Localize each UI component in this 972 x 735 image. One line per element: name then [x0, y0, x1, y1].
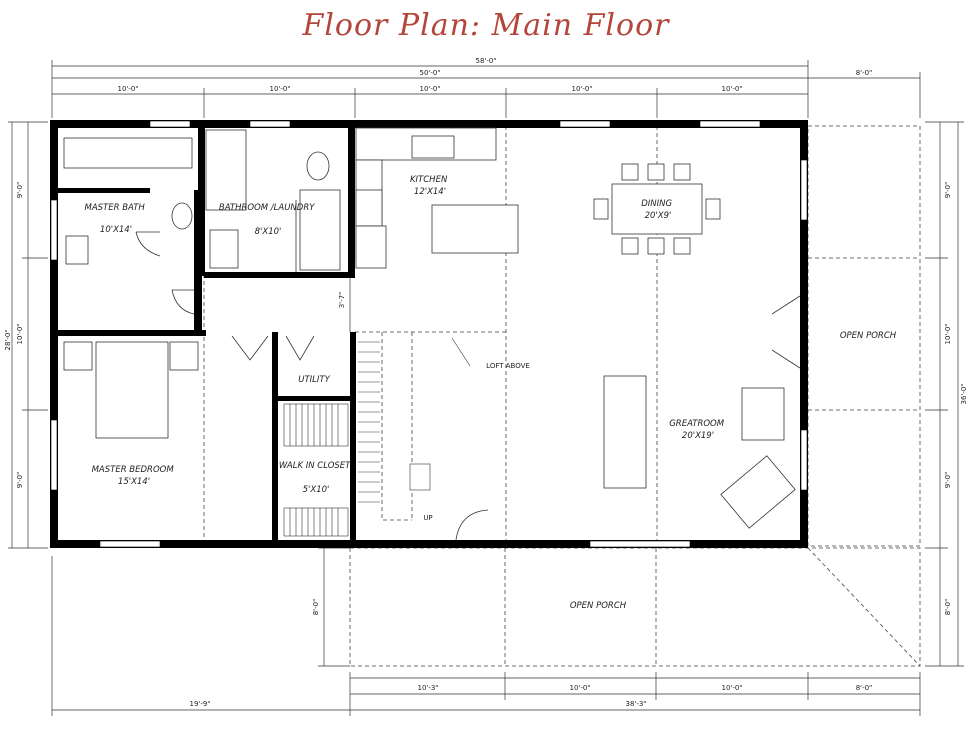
- dim-bottom-seg-4: 8'-0": [856, 684, 873, 692]
- dim-bottom-left: 19'-9": [189, 700, 210, 708]
- dim-top-seg-2: 10'-0": [269, 85, 290, 93]
- dim-right-seg-1: 9'-0": [944, 182, 952, 199]
- kitchen-name: KITCHEN: [410, 175, 448, 185]
- dim-top-main: 50'-0": [419, 69, 440, 77]
- dim-top-seg-1: 10'-0": [117, 85, 138, 93]
- master-bedroom-size: 15'X14': [118, 477, 150, 487]
- room-walk-in-closet: WALK IN CLOSET 5'X10': [279, 461, 353, 495]
- room-master-bedroom: MASTER BEDROOM 15'X14': [92, 465, 177, 487]
- dim-bottom-seg-1: 10'-3": [417, 684, 438, 692]
- room-kitchen: KITCHEN 12'X14': [410, 175, 450, 197]
- dim-left-seg-2: 10'-0": [16, 323, 24, 344]
- room-master-bath-name: MASTER BATH 10'X14': [84, 203, 147, 235]
- room-open-porch-right: OPEN PORCH: [840, 331, 897, 341]
- dim-left-porch: 8'-0": [312, 599, 320, 616]
- dining-size: 20'X9': [645, 211, 672, 221]
- dim-top-seg-4: 10'-0": [571, 85, 592, 93]
- room-utility: UTILITY: [298, 375, 330, 385]
- dim-right-seg-3: 9'-0": [944, 472, 952, 489]
- dim-right-seg-4: 8'-0": [944, 599, 952, 616]
- dim-bottom-seg-3: 10'-0": [721, 684, 742, 692]
- room-bathroom-laundry: BATHROOM /LAUNDRY 8'X10': [219, 203, 317, 237]
- dim-left-seg-3: 9'-0": [16, 472, 24, 489]
- room-greatroom: GREATROOM 20'X19': [669, 419, 727, 441]
- walk-in-closet-size: 5'X10': [303, 485, 330, 495]
- master-bath-size: 10'X14': [100, 225, 132, 235]
- dim-top-seg-3: 10'-0": [419, 85, 440, 93]
- greatroom-size: 20'X19': [682, 431, 714, 441]
- dim-top-porch: 8'-0": [856, 69, 873, 77]
- dim-bottom-right: 38'-3": [625, 700, 646, 708]
- bathroom-laundry-size: 8'X10': [255, 227, 282, 237]
- loft-above-note: LOFT ABOVE: [486, 362, 530, 370]
- dim-bottom-seg-2: 10'-0": [569, 684, 590, 692]
- dim-right-seg-2: 10'-0": [944, 323, 952, 344]
- dining-name: DINING: [641, 199, 672, 209]
- kitchen-size: 12'X14': [414, 187, 446, 197]
- stair-up-note: UP: [423, 514, 432, 522]
- room-open-porch-bottom: OPEN PORCH: [570, 601, 627, 611]
- master-bedroom-name: MASTER BEDROOM: [92, 465, 175, 475]
- master-bath-name-line: MASTER BATH: [84, 203, 145, 213]
- dim-left-seg-1: 9'-0": [16, 182, 24, 199]
- dim-top-total: 58'-0": [475, 57, 496, 65]
- dim-right-total: 36'-0": [960, 383, 968, 404]
- dim-top-seg-5: 10'-0": [721, 85, 742, 93]
- greatroom-name: GREATROOM: [669, 419, 725, 429]
- walk-in-closet-name: WALK IN CLOSET: [279, 461, 351, 471]
- bathroom-laundry-name: BATHROOM /LAUNDRY: [219, 203, 315, 213]
- dim-left-total: 28'-0": [4, 329, 12, 350]
- room-dining: DINING 20'X9': [641, 199, 675, 221]
- dim-hall-width: 3'-7": [338, 292, 346, 309]
- plan-title: Floor Plan: Main Floor: [302, 8, 670, 43]
